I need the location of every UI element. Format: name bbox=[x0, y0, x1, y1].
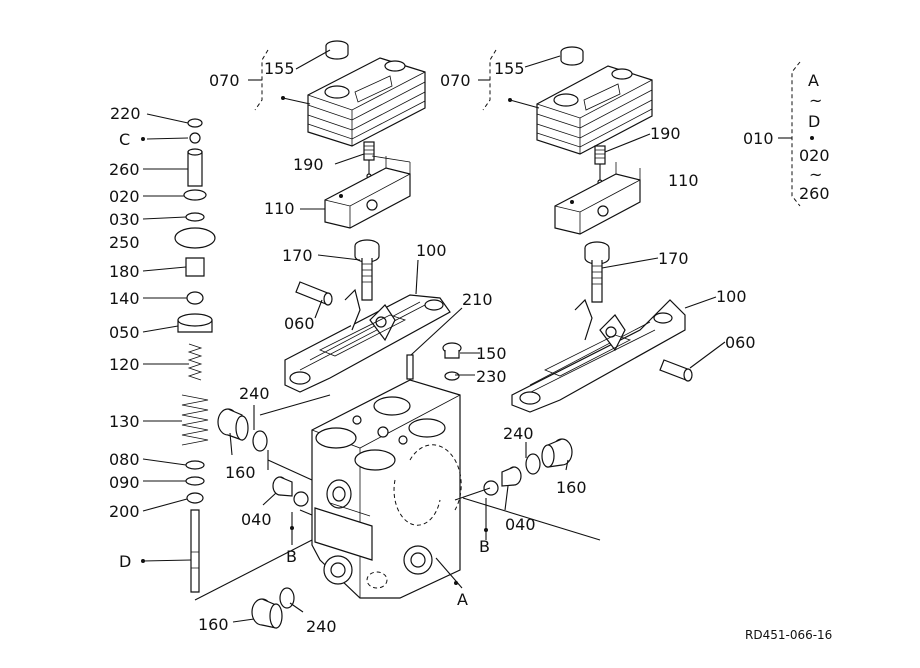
label-190-right: 190 bbox=[650, 124, 681, 143]
block-110-right bbox=[554, 162, 641, 235]
leader-lines bbox=[141, 49, 814, 623]
callout-labels: 070 155 190 110 170 100 060 210 150 230 … bbox=[109, 59, 832, 642]
label-130: 130 bbox=[109, 412, 140, 431]
oring-240-bottom bbox=[279, 587, 295, 609]
label-100-left: 100 bbox=[416, 241, 447, 260]
label-110-right: 110 bbox=[668, 171, 699, 190]
range-label-d: D bbox=[808, 112, 820, 131]
check-040-left bbox=[272, 476, 309, 507]
label-040-right: 040 bbox=[505, 515, 536, 534]
label-155-left: 155 bbox=[264, 59, 295, 78]
plug-150 bbox=[442, 342, 462, 381]
oring-240-right bbox=[525, 453, 541, 475]
label-110-left: 110 bbox=[264, 199, 295, 218]
range-tilde-1: ~ bbox=[809, 91, 822, 110]
part-180 bbox=[185, 257, 205, 277]
part-200 bbox=[186, 492, 204, 504]
part-220 bbox=[187, 118, 203, 128]
drawing-code: RD451-066-16 bbox=[745, 628, 832, 642]
cover-070-right bbox=[482, 49, 653, 155]
label-240-bottom: 240 bbox=[306, 617, 337, 636]
label-190-left: 190 bbox=[293, 155, 324, 174]
plug-160-bottom bbox=[251, 598, 283, 629]
spring-190-left bbox=[363, 141, 375, 179]
check-040-right bbox=[483, 466, 522, 496]
part-250 bbox=[174, 227, 216, 249]
label-170-right: 170 bbox=[658, 249, 689, 268]
label-155-right: 155 bbox=[494, 59, 525, 78]
label-c: C bbox=[119, 130, 130, 149]
shaft-170-left bbox=[354, 239, 380, 301]
label-260: 260 bbox=[109, 160, 140, 179]
label-120: 120 bbox=[109, 355, 140, 374]
label-090: 090 bbox=[109, 473, 140, 492]
label-170-left: 170 bbox=[282, 246, 313, 265]
pin-210 bbox=[406, 307, 463, 380]
label-020: 020 bbox=[109, 187, 140, 206]
label-d: D bbox=[119, 552, 131, 571]
label-230: 230 bbox=[476, 367, 507, 386]
plate-100-right bbox=[511, 298, 686, 413]
label-060-right: 060 bbox=[725, 333, 756, 352]
label-160-right: 160 bbox=[556, 478, 587, 497]
label-160-left: 160 bbox=[225, 463, 256, 482]
label-200: 200 bbox=[109, 502, 140, 521]
valve-body bbox=[311, 379, 462, 599]
part-130 bbox=[181, 394, 209, 446]
part-030 bbox=[185, 212, 205, 222]
label-240-left: 240 bbox=[239, 384, 270, 403]
label-a: A bbox=[457, 590, 468, 609]
part-140 bbox=[186, 291, 204, 305]
label-040-left: 040 bbox=[241, 510, 272, 529]
plug-160-left bbox=[217, 408, 249, 441]
range-label-a: A bbox=[808, 71, 819, 90]
range-tilde-2: ~ bbox=[809, 165, 822, 184]
part-d-rod bbox=[190, 509, 200, 593]
spool-stack bbox=[174, 118, 216, 593]
oring-240-left bbox=[252, 430, 268, 452]
label-210: 210 bbox=[462, 290, 493, 309]
part-080 bbox=[185, 460, 205, 470]
range-label-260: 260 bbox=[799, 184, 830, 203]
label-070-right: 070 bbox=[440, 71, 471, 90]
plate-100-left bbox=[284, 288, 451, 393]
cover-070-left bbox=[254, 49, 426, 147]
label-030: 030 bbox=[109, 210, 140, 229]
label-180: 180 bbox=[109, 262, 140, 281]
shaft-170-right bbox=[584, 241, 610, 303]
plug-155-left bbox=[325, 40, 349, 60]
part-020 bbox=[183, 189, 207, 201]
label-160-bottom: 160 bbox=[198, 615, 229, 634]
part-120 bbox=[187, 343, 203, 381]
part-260 bbox=[187, 151, 203, 187]
pin-060-left bbox=[295, 281, 333, 306]
spring-190-right bbox=[594, 145, 606, 185]
label-080: 080 bbox=[109, 450, 140, 469]
label-b-left: B bbox=[286, 547, 297, 566]
label-240-right: 240 bbox=[503, 424, 534, 443]
part-090 bbox=[185, 476, 205, 486]
label-b-right: B bbox=[479, 537, 490, 556]
plug-155-right bbox=[560, 46, 584, 66]
label-250: 250 bbox=[109, 233, 140, 252]
plug-160-right bbox=[541, 438, 573, 468]
range-label-020: 020 bbox=[799, 146, 830, 165]
label-060-left: 060 bbox=[284, 314, 315, 333]
label-010: 010 bbox=[743, 129, 774, 148]
block-110-left bbox=[324, 155, 411, 229]
label-150: 150 bbox=[476, 344, 507, 363]
label-140: 140 bbox=[109, 289, 140, 308]
label-100-right: 100 bbox=[716, 287, 747, 306]
label-050: 050 bbox=[109, 323, 140, 342]
label-070-left: 070 bbox=[209, 71, 240, 90]
part-c-ball bbox=[189, 132, 201, 144]
pin-060-right bbox=[659, 359, 693, 382]
label-220: 220 bbox=[110, 104, 141, 123]
